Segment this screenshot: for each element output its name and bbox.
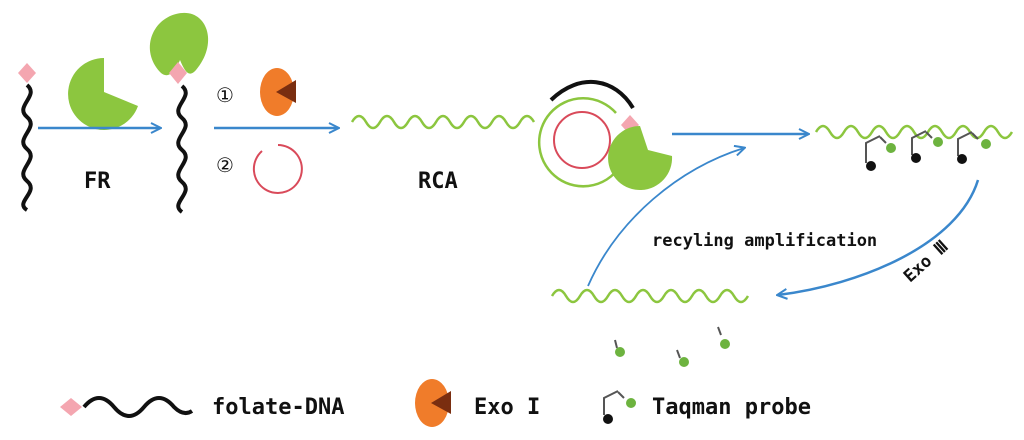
- step-2-marker: ②: [216, 153, 234, 177]
- dna-strand: [176, 84, 188, 214]
- taqman-probe-icon: [865, 135, 896, 171]
- legend-item-folate-dna: folate-DNA: [60, 395, 344, 420]
- rca-product-strand: [350, 114, 536, 130]
- folate-receptor-bound-icon: [149, 12, 209, 76]
- rca-label: RCA: [418, 169, 458, 194]
- legend-taqman-label: Taqman probe: [652, 395, 811, 420]
- recycling-arrow: [587, 148, 744, 287]
- folate-receptor-pacman-icon: [68, 58, 138, 130]
- released-fluorophore-icon: [717, 326, 730, 349]
- taqman-probe-icon: [911, 130, 943, 163]
- folate-dna-initial: [18, 63, 36, 212]
- growing-strand: [537, 97, 624, 188]
- taqman-probe-icon: [957, 131, 991, 164]
- released-strand: [550, 288, 750, 304]
- exo1-enzyme-icon: [415, 379, 451, 427]
- folate-icon: [18, 63, 36, 83]
- exo3-arrow: [778, 179, 980, 295]
- folate-dna-primer: [549, 79, 635, 110]
- folate-dna-bound: [149, 12, 209, 214]
- legend-folate-dna-label: folate-DNA: [212, 395, 344, 420]
- folate-receptor-pacman-icon: [608, 126, 673, 190]
- released-fluorophore-icon: [614, 339, 625, 357]
- dna-strand-icon: [82, 396, 194, 418]
- legend: folate-DNA Exo I Taqman probe: [60, 379, 811, 427]
- legend-item-taqman: Taqman probe: [603, 390, 811, 424]
- step-1-marker: ①: [216, 83, 234, 107]
- recycling-label: recyling amplification: [652, 231, 877, 251]
- dna-strand: [21, 83, 33, 212]
- released-fluorophore-icon: [676, 349, 689, 367]
- fr-label: FR: [84, 169, 111, 194]
- legend-exo1-label: Exo I: [474, 395, 540, 420]
- taqman-probe-icon: [603, 390, 636, 424]
- legend-item-exo1: Exo I: [415, 379, 540, 427]
- folate-icon: [60, 398, 82, 416]
- rca-complex: [537, 79, 673, 190]
- circular-template-icon: [252, 144, 303, 194]
- circular-template-icon: [553, 111, 611, 169]
- folate-icon: [169, 62, 187, 84]
- rca-product-strand: [814, 124, 1014, 140]
- exo1-enzyme-icon: [260, 68, 296, 116]
